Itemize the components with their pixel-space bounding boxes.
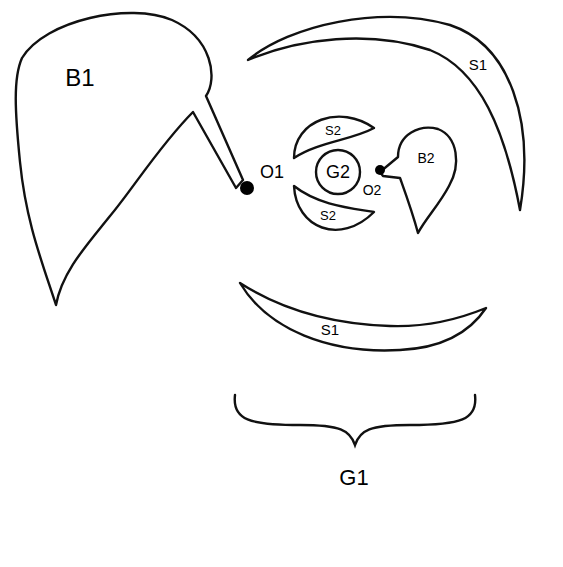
region-label: S2: [325, 124, 341, 137]
region-label: B1: [65, 66, 94, 90]
group-brace: [235, 395, 476, 445]
outline-path: [316, 150, 360, 194]
point-dot: [240, 181, 254, 195]
region-label: S1: [469, 57, 487, 72]
point-dot: [375, 165, 385, 175]
outline-path: [380, 128, 456, 233]
crescent-region: S1: [240, 0, 540, 220]
point-label: G1: [339, 467, 368, 489]
ball-region: B1: [10, 5, 250, 315]
outline-svg: [240, 0, 540, 220]
region-label: B2: [417, 151, 434, 165]
outline-path: [248, 17, 524, 210]
region-label: S2: [320, 209, 336, 222]
region-label: G2: [326, 163, 350, 181]
outline-svg: [10, 5, 250, 315]
outline-path: [240, 283, 486, 350]
outline-svg: [235, 278, 490, 358]
outline-svg: [375, 120, 465, 238]
region-label: S1: [321, 322, 339, 337]
sphere-circle: G2: [310, 145, 366, 201]
point-label: O2: [363, 183, 382, 197]
outline-path: [294, 186, 374, 230]
outline-path: [16, 13, 243, 305]
point-label: O1: [260, 163, 284, 181]
crescent-region: S1: [235, 278, 490, 358]
ball-region: B2: [375, 120, 465, 238]
